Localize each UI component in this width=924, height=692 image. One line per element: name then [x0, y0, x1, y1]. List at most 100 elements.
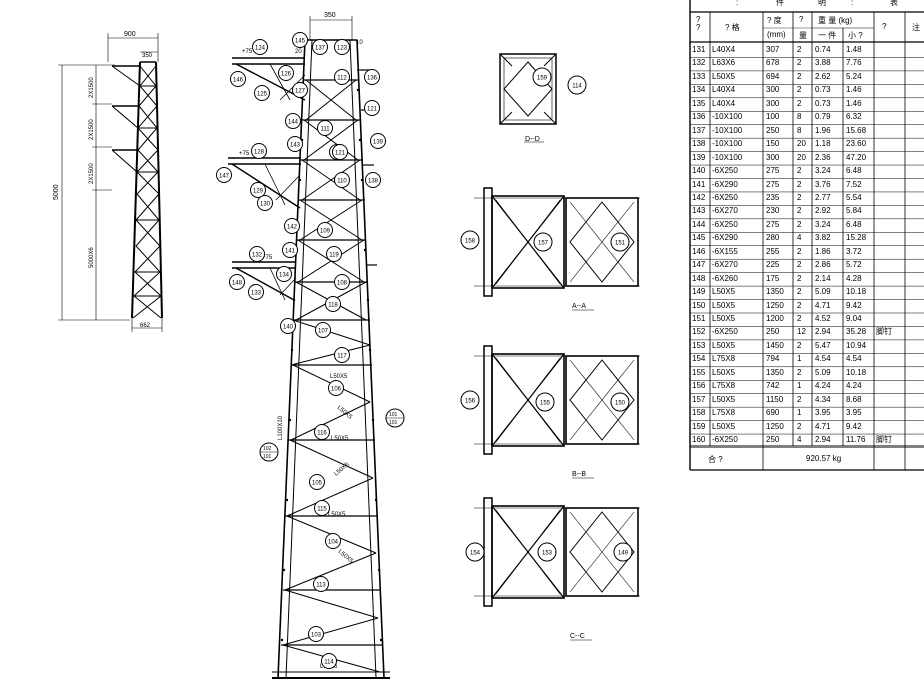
table-cell: L50X5	[712, 421, 736, 431]
table-cell: 4.24	[815, 381, 831, 391]
table-cell: 250	[766, 327, 780, 337]
bubble-right-bottom: 101	[389, 420, 398, 426]
table-cell: 2	[797, 340, 802, 350]
section-cc	[474, 497, 640, 607]
table-cell: 690	[766, 408, 780, 418]
table-cell: 157	[692, 394, 706, 404]
table-cell: 9.42	[846, 421, 862, 431]
svg-text:112: 112	[337, 76, 347, 82]
header-weight: 重 量 (kg)	[818, 16, 853, 25]
header-qty-b: 量	[799, 31, 807, 40]
table-cell: 250	[766, 435, 780, 445]
svg-text:114: 114	[324, 660, 334, 666]
small-elevation	[58, 33, 163, 332]
part-tag-118: 118	[325, 296, 341, 312]
total-label: 合 ?	[708, 455, 723, 464]
table-cell: 4.34	[815, 394, 831, 404]
table-cell: 154	[692, 354, 706, 364]
table-cell: 275	[766, 166, 780, 176]
table-cell: 132	[692, 58, 706, 68]
table-cell: L75X8	[712, 381, 736, 391]
table-cell: 5.09	[815, 367, 831, 377]
table-cell: 4	[797, 233, 802, 243]
part-tag-111: 111	[317, 120, 333, 136]
table-cell: -6X155	[712, 246, 738, 256]
table-cell: L50X5	[712, 314, 736, 323]
table-cell: 2.94	[815, 327, 831, 337]
svg-text:148: 148	[232, 281, 243, 287]
part-tag-140: 140	[280, 318, 296, 334]
svg-text:121: 121	[367, 107, 378, 113]
part-tag-119: 119	[326, 246, 342, 262]
svg-text:134: 134	[279, 273, 290, 279]
main-plus75-a: +75	[242, 49, 253, 55]
svg-text:141: 141	[285, 249, 296, 255]
table-cell: -6X250	[712, 192, 738, 202]
part-tag-145: 145	[292, 32, 308, 48]
table-cell: 3.82	[815, 233, 831, 243]
svg-text:146: 146	[233, 78, 244, 84]
table-cell: 3.72	[846, 246, 862, 256]
section-tag-153: 153	[537, 542, 557, 562]
part-tag-136: 136	[364, 69, 380, 85]
main-dim-350: 350	[324, 12, 336, 19]
profile-label: L50X5	[331, 436, 349, 442]
table-cell: -6X290	[712, 233, 738, 243]
table-cell: 2.62	[815, 71, 831, 81]
svg-text:109: 109	[320, 229, 331, 235]
svg-text:147: 147	[219, 174, 230, 180]
part-tag-130: 130	[257, 195, 273, 211]
table-cell: 47.20	[846, 152, 867, 162]
table-cell: L50X5	[712, 300, 736, 310]
header-length-unit: (mm)	[767, 30, 786, 39]
table-cell: 6.48	[846, 219, 862, 229]
table-cell: 694	[766, 71, 780, 81]
svg-text:144: 144	[288, 120, 299, 126]
table-cell: 1.46	[846, 98, 862, 108]
table-cell: 脚钉	[876, 327, 892, 337]
table-cell: 8	[797, 125, 802, 135]
part-tag-143: 143	[287, 136, 303, 152]
part-tag-147: 147	[216, 167, 232, 183]
svg-text:128: 128	[254, 150, 265, 156]
small-dim-seg3: 2X1500	[89, 163, 95, 184]
svg-text:137: 137	[315, 46, 326, 52]
table-cell: 8.68	[846, 394, 862, 404]
table-cell: 139	[692, 152, 706, 162]
small-dim-seg2: 2X1500	[89, 119, 95, 140]
table-cell: 275	[766, 179, 780, 189]
part-tag-148: 148	[229, 274, 245, 290]
table-cell: 2	[797, 287, 802, 297]
svg-text:123: 123	[337, 46, 348, 52]
title-strip-t3: :	[851, 0, 854, 7]
table-cell: 2.36	[815, 152, 831, 162]
table-cell: 3.95	[846, 408, 862, 418]
svg-text:104: 104	[328, 540, 339, 546]
table-cell: 6.48	[846, 166, 862, 176]
svg-text:129: 129	[253, 189, 264, 195]
bubble-right: 101 101	[385, 408, 405, 428]
section-dd	[499, 53, 557, 125]
table-cell: 3.24	[815, 166, 831, 176]
table-cell: 4.52	[815, 314, 831, 323]
table-cell: 2	[797, 71, 802, 81]
table-cell: 155	[692, 367, 706, 377]
part-tag-112: 112	[334, 69, 350, 85]
table-cell: 1.46	[846, 85, 862, 95]
table-cell: 7.76	[846, 58, 862, 68]
table-cell: L50X5	[712, 394, 736, 404]
svg-text:116: 116	[317, 431, 327, 437]
header-no: ??	[696, 15, 701, 32]
table-cell: 150	[766, 139, 780, 149]
table-cell: L40X4	[712, 85, 736, 95]
part-tag-132: 132	[249, 246, 265, 262]
svg-text:130: 130	[260, 202, 271, 208]
bubble-right-top: 101	[389, 412, 398, 418]
part-tag-124: 124	[252, 39, 268, 55]
table-cell: 149	[692, 287, 706, 297]
table-cell: -6X250	[712, 327, 738, 337]
table-cell: L50X5	[712, 367, 736, 377]
part-tag-117: 117	[334, 347, 350, 363]
main-plus75-c: +75	[262, 255, 273, 261]
